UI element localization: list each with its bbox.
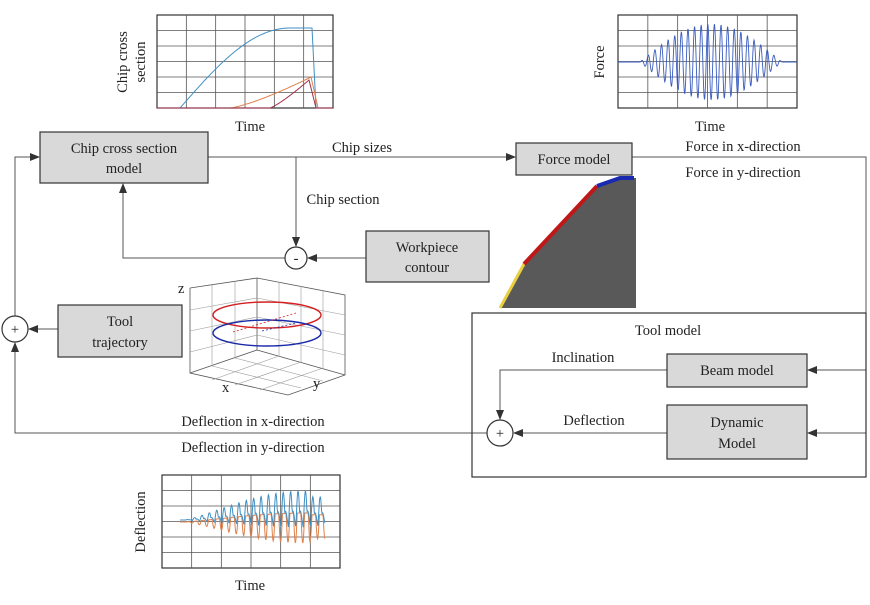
force-model-block[interactable]: Force model (515, 142, 633, 176)
chip-plot-xlabel: Time (235, 119, 265, 135)
deflection-plot-ylabel: Deflection (133, 491, 149, 553)
force-plot: Force Time (592, 14, 798, 135)
deflection-plot-xlabel: Time (235, 578, 265, 594)
force-plot-ylabel: Force (592, 45, 608, 78)
inclination-label: Inclination (552, 350, 616, 366)
trajectory-red-ring (212, 301, 322, 329)
block-label: Tool (107, 314, 133, 330)
deflection-y-label: Deflection in y-direction (181, 440, 325, 456)
trajectory-blue-ring (212, 319, 322, 347)
dynamic-model-block[interactable]: Dynamic Model (666, 404, 808, 460)
tool-model-title: Tool model (635, 323, 701, 339)
tool-geometry-illustration (498, 176, 636, 309)
axis-z-label: z (178, 281, 185, 297)
minus-junction: - (284, 246, 308, 270)
force-plot-xlabel: Time (695, 119, 725, 135)
block-label: Workpiece (396, 240, 458, 256)
block-label: trajectory (92, 335, 148, 351)
block-label: Dynamic (710, 415, 763, 431)
block-label: model (106, 161, 142, 177)
block-label: Force model (538, 152, 611, 168)
svg-text:-: - (294, 251, 299, 267)
chip-cross-section-plot: Chip cross section Time (115, 14, 334, 135)
deflection-x-label: Deflection in x-direction (181, 414, 325, 430)
svg-text:+: + (11, 322, 19, 338)
chip-curve-blue (157, 27, 333, 109)
block-label: Beam model (700, 363, 774, 379)
trajectory-3d-plot (189, 277, 346, 396)
chip-curve-dark (157, 79, 333, 109)
block-label: Model (718, 436, 756, 452)
svg-text:+: + (496, 426, 504, 442)
chip-plot-ylabel-2: section (133, 41, 149, 83)
force-curve (618, 24, 797, 100)
chip-section-label: Chip section (307, 192, 381, 208)
chip-plot-ylabel-1: Chip cross (115, 31, 131, 93)
deflection-plot: Deflection Time (133, 474, 341, 594)
connections (11, 153, 867, 437)
block-label: contour (405, 260, 449, 276)
deflection-curve-blue (180, 490, 326, 528)
beam-model-block[interactable]: Beam model (666, 353, 808, 388)
plus-junction-deflection: + (486, 419, 514, 447)
tool-model-container (471, 312, 867, 478)
force-x-label: Force in x-direction (685, 139, 801, 155)
block-label: Chip cross section (71, 141, 178, 157)
plus-junction-trajectory: + (1, 315, 29, 343)
axis-x-label: x (222, 380, 230, 396)
deflection-label: Deflection (563, 413, 625, 429)
workpiece-contour-block[interactable]: Workpiece contour (365, 230, 490, 283)
chip-sizes-label: Chip sizes (332, 140, 392, 156)
tool-trajectory-block[interactable]: Tool trajectory (57, 304, 183, 358)
force-y-label: Force in y-direction (685, 165, 801, 181)
chip-cross-section-model-block[interactable]: Chip cross section model (39, 131, 209, 184)
axis-y-label: y (313, 376, 321, 392)
